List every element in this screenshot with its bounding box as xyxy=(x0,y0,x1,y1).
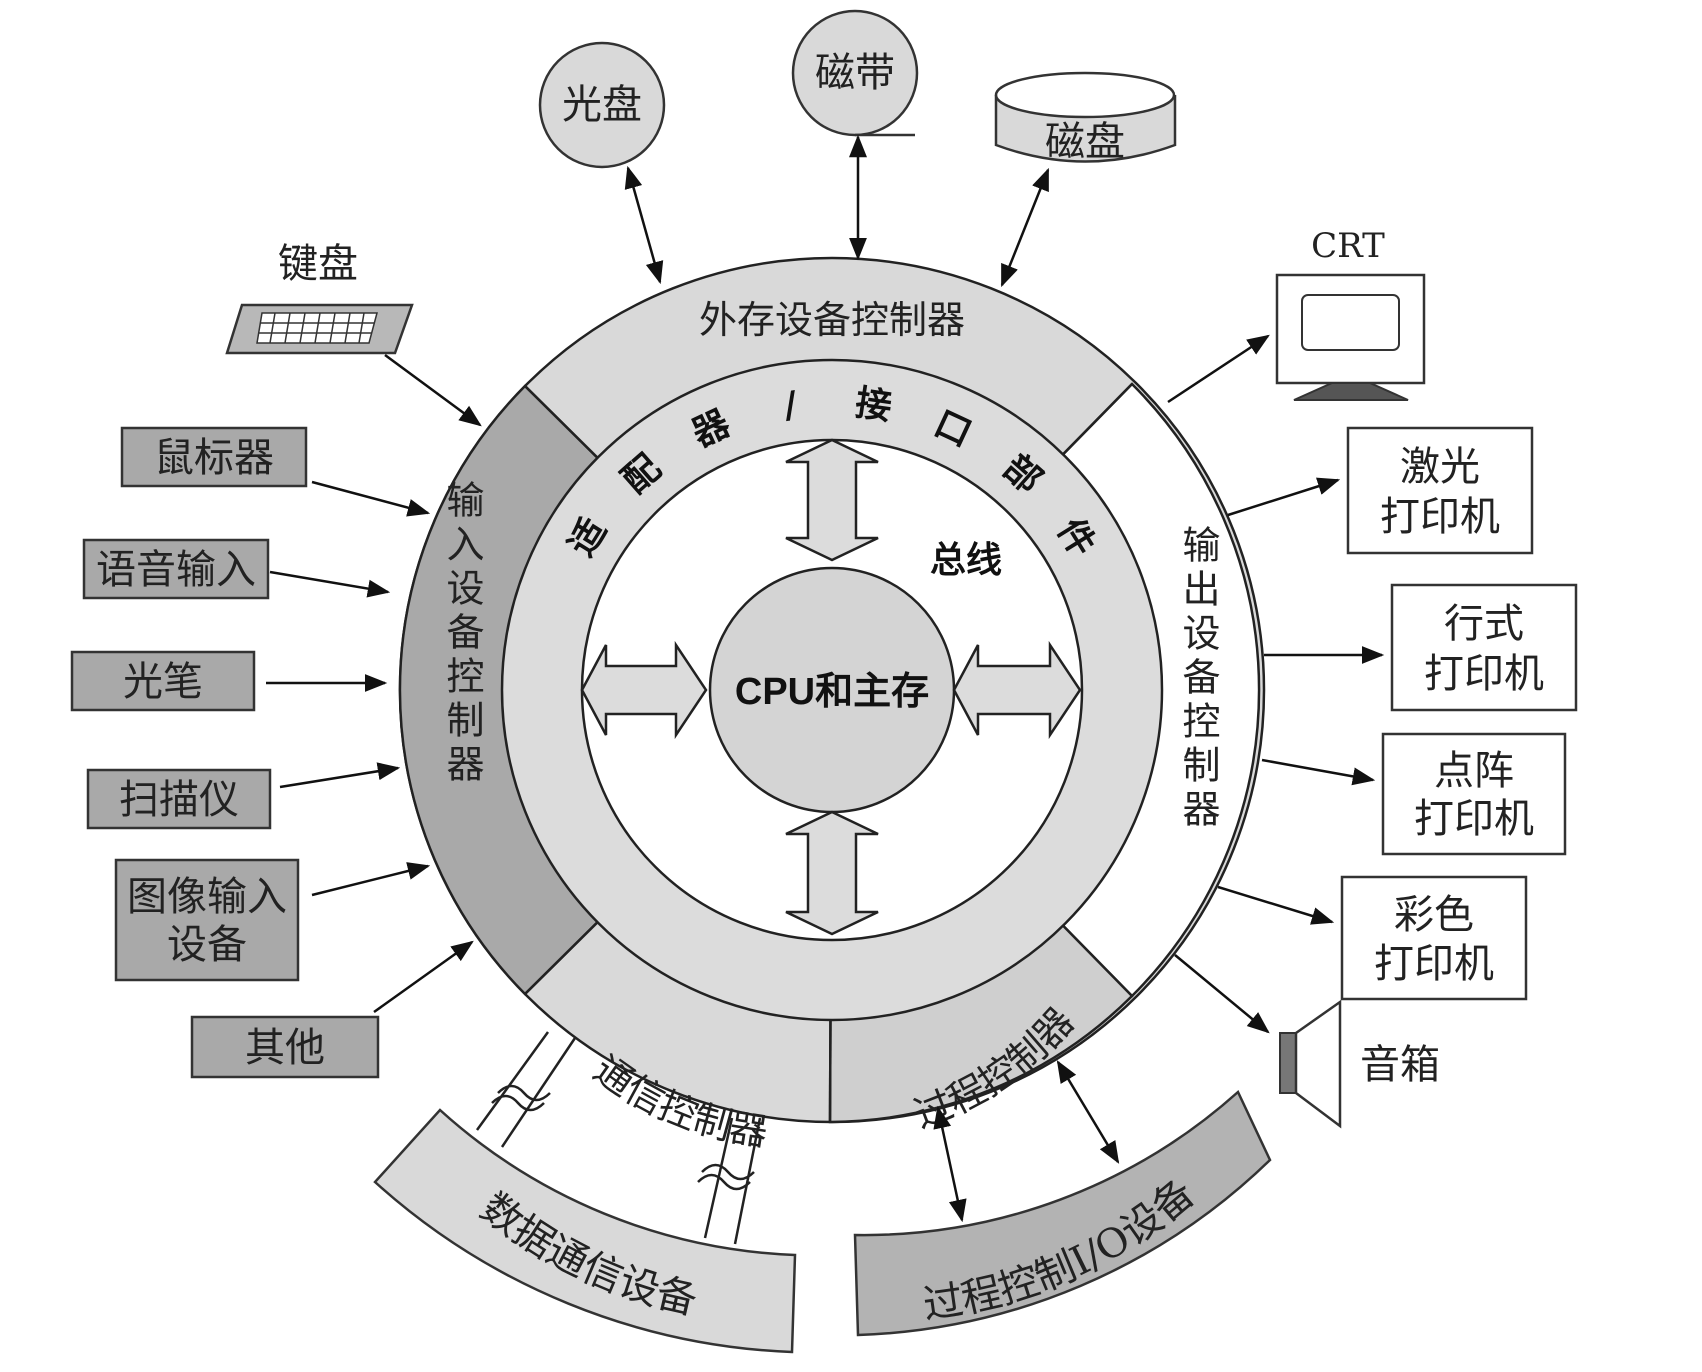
image-input-label-line1: 图像输入 xyxy=(127,874,287,920)
line-printer-box xyxy=(1390,583,1578,712)
image-input-label-line2: 设备 xyxy=(167,922,247,968)
other-input-label: 其他 xyxy=(245,1025,325,1071)
voice-input-box xyxy=(82,538,270,600)
dot-matrix-printer-label-line2: 打印机 xyxy=(1414,796,1534,842)
crt-monitor-icon xyxy=(1275,273,1426,401)
magnetic-disk-label: 磁盘 xyxy=(1045,119,1125,165)
line-printer-label-line1: 行式 xyxy=(1444,601,1524,647)
voice-input-label: 语音输入 xyxy=(96,547,256,593)
tape-label: 磁带 xyxy=(815,50,895,96)
color-printer-label-line1: 彩色 xyxy=(1394,892,1474,938)
bus-label: 总线 xyxy=(930,539,1002,580)
lightpen-box xyxy=(70,650,256,712)
bus-arrow-top xyxy=(785,438,879,562)
bus-arrows xyxy=(580,438,1082,936)
laser-printer-box xyxy=(1346,426,1534,555)
keyboard-icon xyxy=(225,303,414,355)
crt-label: CRT xyxy=(1311,226,1385,266)
magnetic-disk-node xyxy=(994,71,1177,163)
optical-disk-label: 光盘 xyxy=(562,82,642,128)
laser-printer-label-line1: 激光 xyxy=(1400,444,1480,490)
mouse-label: 鼠标器 xyxy=(154,435,274,481)
laser-printer-label-line2: 打印机 xyxy=(1380,494,1500,540)
comm-line-right xyxy=(697,1117,762,1245)
scanner-box xyxy=(86,768,272,830)
dot-matrix-printer-label-line1: 点阵 xyxy=(1434,748,1514,794)
line-printer-label-line2: 打印机 xyxy=(1424,651,1544,697)
keyboard-label: 键盘 xyxy=(278,241,358,287)
output-controller-label: 输出设备控制器 xyxy=(1176,525,1220,833)
lightpen-label: 光笔 xyxy=(123,659,203,705)
process-io-device-band xyxy=(853,1089,1272,1337)
optical-disk-node xyxy=(538,41,666,169)
speaker-icon xyxy=(1279,999,1342,1129)
other-input-box xyxy=(190,1015,380,1079)
adapter-ring-letter: 接 xyxy=(853,382,895,429)
data-comm-device-band xyxy=(373,1108,797,1354)
color-printer-box xyxy=(1340,875,1528,1001)
bus-arrow-left xyxy=(580,640,708,740)
bus-arrow-bottom xyxy=(785,810,879,936)
input-controller-label: 输入设备控制器 xyxy=(440,480,484,788)
bus-arrow-right xyxy=(952,640,1082,740)
storage-controller-label: 外存设备控制器 xyxy=(699,298,965,342)
cpu-memory-label: CPU和主存 xyxy=(735,671,929,713)
color-printer-label-line2: 打印机 xyxy=(1374,941,1494,987)
speaker-label: 音箱 xyxy=(1360,1042,1440,1088)
mouse-box xyxy=(120,426,308,488)
comm-line-left xyxy=(475,1031,577,1148)
image-input-box xyxy=(114,858,300,982)
dot-matrix-printer-box xyxy=(1381,732,1567,856)
scanner-label: 扫描仪 xyxy=(119,777,239,823)
